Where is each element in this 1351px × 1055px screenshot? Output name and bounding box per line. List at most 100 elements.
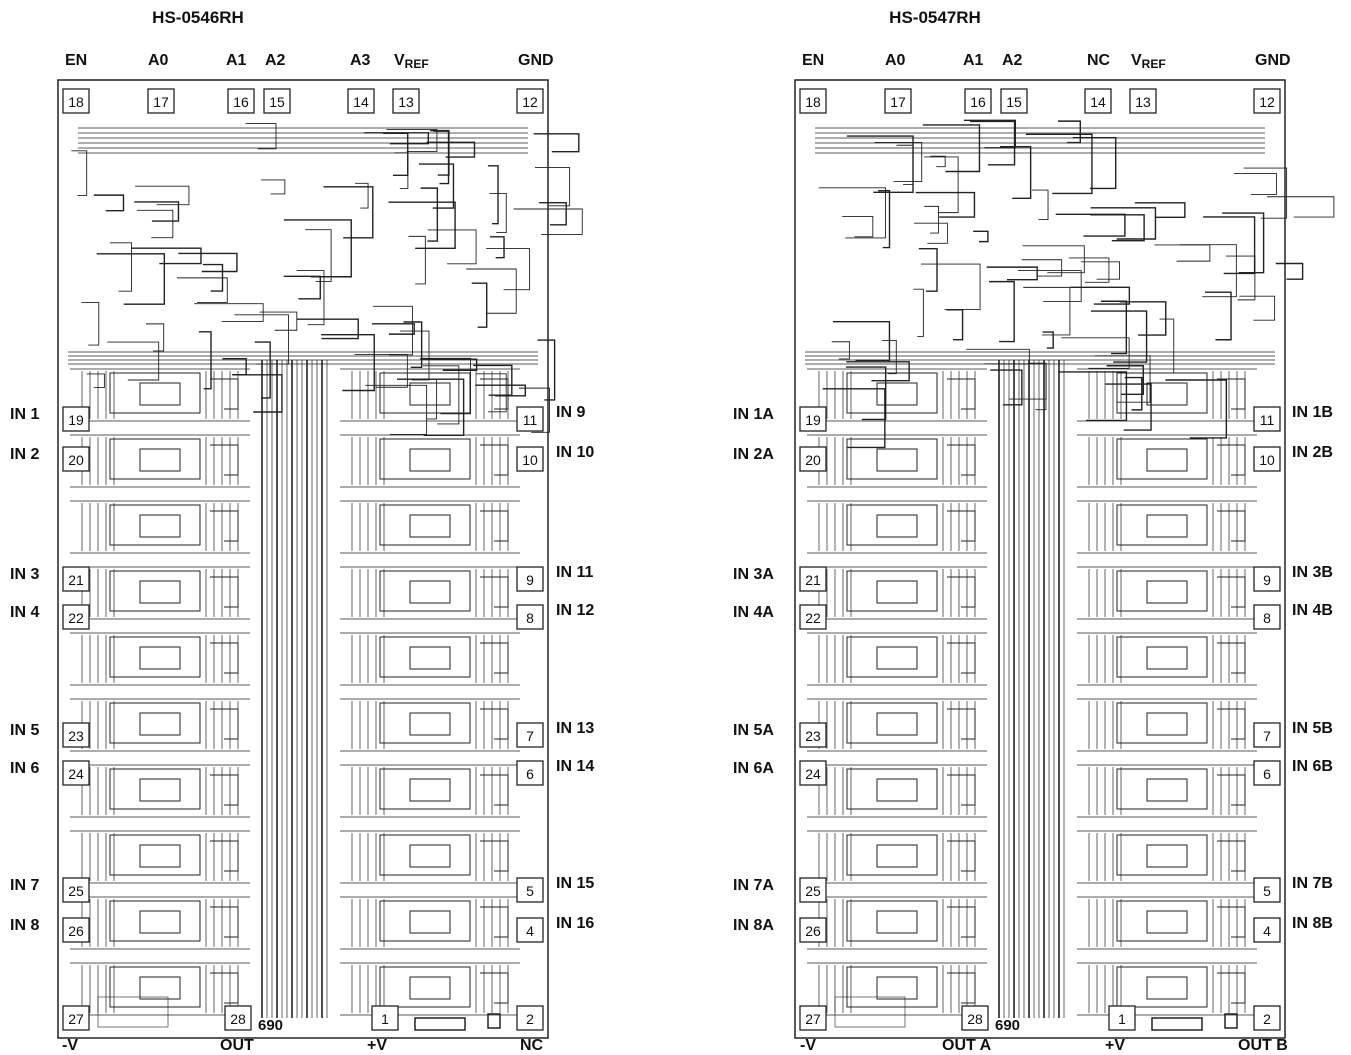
left-pin-label: IN 6 <box>10 760 40 777</box>
bond-pad: 15 <box>1000 88 1028 114</box>
left-pin-label: IN 5 <box>10 722 40 739</box>
left-pin-label: IN 4A <box>733 604 774 621</box>
left-pin-label: IN 3 <box>10 566 40 583</box>
left-pin-label: IN 1A <box>733 406 774 423</box>
top-pin-label: A2 <box>265 52 286 69</box>
top-pin-label: EN <box>65 52 88 69</box>
left-pin-label: IN 1 <box>10 406 40 423</box>
pad-number: 13 <box>1135 94 1151 110</box>
bond-pad: 6 <box>516 760 544 786</box>
bond-pad: 5 <box>1253 877 1281 903</box>
right-pin-label: IN 6B <box>1292 758 1333 775</box>
bottom-pin-label: OUT B <box>1238 1037 1288 1054</box>
pad-number: 26 <box>805 923 821 939</box>
bond-pad: 4 <box>516 917 544 943</box>
bond-pad: 17 <box>884 88 912 114</box>
pad-number: 5 <box>1263 883 1271 899</box>
bottom-pin-label: -V <box>800 1037 816 1054</box>
pad-number: 19 <box>68 412 84 428</box>
pad-number: 25 <box>68 883 84 899</box>
pad-number: 21 <box>805 572 821 588</box>
bond-pad: 7 <box>1253 722 1281 748</box>
bond-pad: 22 <box>62 604 90 630</box>
pad-number: 7 <box>1263 728 1271 744</box>
top-pin-label: GND <box>1255 52 1291 69</box>
pad-number: 18 <box>805 94 821 110</box>
pad-number: 6 <box>1263 766 1271 782</box>
bottom-pin-label: OUT A <box>942 1037 992 1054</box>
pad-number: 10 <box>522 452 538 468</box>
right-pin-label: IN 2B <box>1292 444 1333 461</box>
bond-pad: 2 <box>1253 1005 1281 1031</box>
pad-number: 25 <box>805 883 821 899</box>
bond-pad: 5 <box>516 877 544 903</box>
pad-number: 14 <box>353 94 369 110</box>
bond-pad: 1 <box>1108 1005 1136 1031</box>
bond-pad: 23 <box>62 722 90 748</box>
bond-pad: 19 <box>62 406 90 432</box>
pad-number: 11 <box>1260 412 1275 428</box>
right-pin-label: IN 14 <box>556 758 595 775</box>
pad-number: 5 <box>526 883 534 899</box>
pad-number: 28 <box>230 1011 246 1027</box>
top-pin-label: VREF <box>1131 52 1166 71</box>
bond-pad: 25 <box>62 877 90 903</box>
pad-number: 21 <box>68 572 84 588</box>
left-pin-label: IN 7 <box>10 877 40 894</box>
bond-pad: 21 <box>62 566 90 592</box>
right-pin-label: IN 3B <box>1292 564 1333 581</box>
pad-number: 24 <box>805 766 821 782</box>
pad-number: 15 <box>1006 94 1022 110</box>
bond-pad: 16 <box>227 88 255 114</box>
pad-number: 11 <box>523 412 538 428</box>
right-pin-label: IN 11 <box>556 564 594 581</box>
bond-pad: 21 <box>799 566 827 592</box>
pad-number: 24 <box>68 766 84 782</box>
right-pin-label: IN 12 <box>556 602 595 619</box>
pad-number: 10 <box>1259 452 1275 468</box>
top-pin-label: A1 <box>963 52 984 69</box>
pad-number: 9 <box>526 572 534 588</box>
bond-pad: 26 <box>62 917 90 943</box>
bottom-pin-label: +V <box>367 1037 388 1054</box>
pad-number: 7 <box>526 728 534 744</box>
bottom-pin-label: OUT <box>220 1037 254 1054</box>
right-pin-label: IN 5B <box>1292 720 1333 737</box>
bottom-pin-label: +V <box>1105 1037 1126 1054</box>
right-pin-label: IN 16 <box>556 915 595 932</box>
pad-number: 6 <box>526 766 534 782</box>
top-pin-label: A3 <box>350 52 371 69</box>
right-pin-label: IN 13 <box>556 720 595 737</box>
pad-number: 17 <box>890 94 906 110</box>
pad-number: 8 <box>526 610 534 626</box>
top-pin-label: GND <box>518 52 554 69</box>
bond-pad: 20 <box>799 446 827 472</box>
bond-pad: 18 <box>799 88 827 114</box>
bond-pad: 4 <box>1253 917 1281 943</box>
bond-pad: 10 <box>1253 446 1281 472</box>
bond-pad: 8 <box>1253 604 1281 630</box>
top-pin-label: A0 <box>885 52 906 69</box>
pad-number: 14 <box>1090 94 1106 110</box>
bond-pad: 20 <box>62 446 90 472</box>
bond-pad: 28 <box>961 1005 989 1031</box>
pad-number: 1 <box>381 1011 389 1027</box>
pad-number: 9 <box>1263 572 1271 588</box>
top-pin-label: A1 <box>226 52 247 69</box>
top-pin-label: NC <box>1087 52 1111 69</box>
bond-pad: 9 <box>516 566 544 592</box>
die-marking: 690 <box>258 1017 283 1034</box>
pad-number: 1 <box>1118 1011 1126 1027</box>
right-pin-label: IN 8B <box>1292 915 1333 932</box>
pad-number: 2 <box>526 1011 534 1027</box>
bond-pad: 8 <box>516 604 544 630</box>
bond-pad: 2 <box>516 1005 544 1031</box>
pad-number: 22 <box>68 610 84 626</box>
diagram-title: HS-0546RH <box>152 8 244 27</box>
pad-number: 16 <box>970 94 986 110</box>
diagram-title: HS-0547RH <box>889 8 981 27</box>
pad-number: 18 <box>68 94 84 110</box>
pad-number: 20 <box>805 452 821 468</box>
bond-pad: 7 <box>516 722 544 748</box>
right-pin-label: IN 7B <box>1292 875 1333 892</box>
